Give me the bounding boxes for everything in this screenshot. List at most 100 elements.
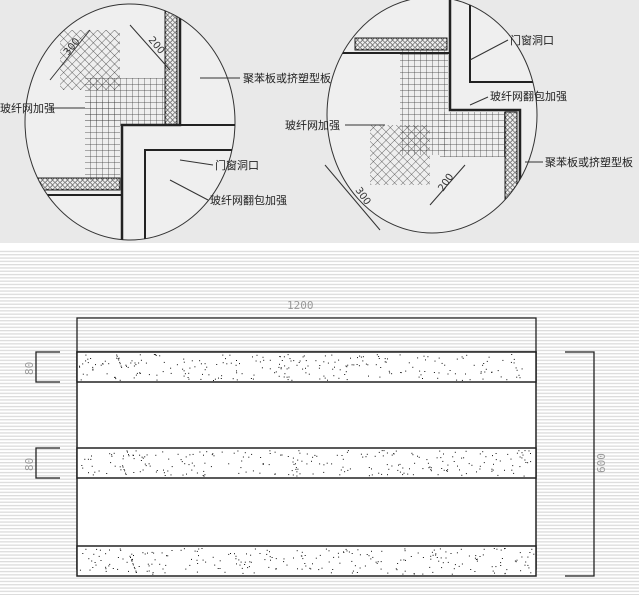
stipple-dot <box>479 468 481 470</box>
stipple-dot <box>378 451 380 453</box>
stipple-dot <box>140 359 142 361</box>
stipple-dot <box>492 469 494 471</box>
stipple-dot <box>461 563 463 565</box>
stipple-dot <box>351 553 353 554</box>
label-board: 聚苯板或挤塑型板 <box>545 155 633 169</box>
stipple-dot <box>287 456 289 457</box>
stipple-dot <box>88 558 90 560</box>
stipple-dot <box>346 451 348 453</box>
label-wrap: 玻纤网翻包加强 <box>210 193 287 207</box>
stipple-dot <box>417 552 419 554</box>
stipple-dot <box>521 368 523 370</box>
stipple-dot <box>388 370 390 372</box>
stipple-dot <box>381 550 383 552</box>
stipple-dot <box>513 472 515 474</box>
stipple-dot <box>417 357 419 359</box>
stipple-dot <box>476 558 478 560</box>
stipple-dot <box>384 358 386 360</box>
stipple-dot <box>86 374 88 376</box>
stipple-dot <box>365 363 367 365</box>
stipple-dot <box>148 463 150 465</box>
stipple-dot <box>85 548 87 550</box>
stipple-dot <box>247 567 249 569</box>
stipple-dot <box>249 561 251 563</box>
stipple-dot <box>458 565 460 567</box>
stipple-dot <box>521 457 523 459</box>
stipple-dot <box>432 554 434 556</box>
stipple-dot <box>187 377 189 378</box>
stipple-dot <box>284 373 286 375</box>
insulation-band-top <box>76 351 537 383</box>
dim-line-300 <box>49 29 91 81</box>
stipple-dot <box>495 453 497 454</box>
stipple-dot <box>142 469 144 471</box>
stipple-dot <box>80 379 82 381</box>
stipple-dot <box>405 559 406 561</box>
stipple-dot <box>222 354 224 356</box>
stipple-dot <box>155 471 157 473</box>
stipple-dot <box>422 468 424 470</box>
stipple-dot <box>184 373 186 375</box>
stipple-dot <box>271 557 273 558</box>
stipple-dot <box>280 368 282 370</box>
stipple-dot <box>123 455 124 457</box>
stipple-dot <box>108 363 110 365</box>
stipple-dot <box>216 364 218 365</box>
stipple-dot <box>289 358 291 360</box>
stipple-dot <box>274 473 276 475</box>
stipple-dot <box>351 364 353 366</box>
stipple-dot <box>419 370 421 372</box>
stipple-dot <box>136 372 138 374</box>
stipple-dot <box>181 461 183 463</box>
stipple-dot <box>312 456 314 458</box>
stipple-dot <box>334 366 335 368</box>
stipple-dot <box>530 572 532 574</box>
stipple-dot <box>189 367 191 369</box>
stipple-dot <box>100 364 102 366</box>
stipple-dot <box>319 554 321 556</box>
stipple-dot <box>112 568 114 569</box>
stipple-dot <box>114 376 116 378</box>
stipple-dot <box>345 371 347 373</box>
stipple-dot <box>120 365 122 367</box>
stipple-dot <box>163 472 165 474</box>
stipple-dot <box>306 463 308 465</box>
stipple-dot <box>92 368 94 370</box>
stipple-dot <box>359 554 361 556</box>
stipple-dot <box>286 368 288 370</box>
stipple-dot <box>319 365 321 366</box>
stipple-dot <box>417 455 418 457</box>
stipple-dot <box>395 568 397 570</box>
stipple-dot <box>493 548 495 549</box>
stipple-dot <box>284 365 286 367</box>
label-board: 聚苯板或挤塑型板 <box>243 71 331 85</box>
stipple-dot <box>408 362 410 364</box>
stipple-dot <box>402 474 404 476</box>
stipple-dot <box>192 453 194 455</box>
stipple-dot <box>323 464 325 466</box>
stipple-dot <box>219 568 221 569</box>
band-dimension-line-1 <box>35 351 60 383</box>
stipple-dot <box>235 555 237 557</box>
stipple-dot <box>250 561 252 563</box>
stipple-dot <box>218 377 219 379</box>
stipple-dot <box>483 548 485 550</box>
stipple-dot <box>108 565 110 567</box>
stipple-dot <box>391 465 393 467</box>
stipple-dot <box>213 455 215 457</box>
stipple-dot <box>346 379 348 381</box>
window-opening <box>469 0 537 83</box>
stipple-dot <box>296 550 298 552</box>
stipple-dot <box>334 361 336 363</box>
stipple-dot <box>383 450 385 452</box>
stipple-dot <box>444 364 446 366</box>
stipple-dot <box>399 354 401 356</box>
stipple-dot <box>236 360 237 361</box>
stipple-dot <box>200 378 202 380</box>
stipple-dot <box>167 470 169 472</box>
stipple-dot <box>170 372 172 374</box>
stipple-dot <box>336 454 338 456</box>
stipple-dot <box>259 553 261 554</box>
stipple-dot <box>468 463 470 465</box>
stipple-dot <box>366 453 368 455</box>
